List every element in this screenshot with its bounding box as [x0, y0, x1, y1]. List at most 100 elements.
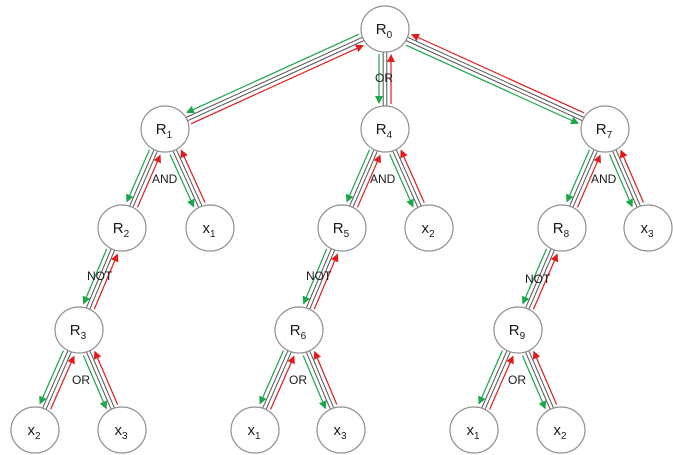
edge-line	[45, 351, 72, 410]
edge-line	[615, 149, 641, 207]
edge-line	[42, 350, 69, 409]
node-circle	[10, 406, 60, 454]
down-arrow-green	[405, 44, 580, 125]
node-x3c: x3	[316, 406, 366, 454]
node-x1b: x1	[230, 406, 280, 454]
node-label-base: R	[509, 322, 520, 339]
node-label: R3	[70, 322, 87, 342]
edge-R9-x2c	[521, 350, 558, 410]
down-arrow-green	[478, 350, 503, 405]
node-label-sub: 1	[210, 229, 216, 240]
node-label: R6	[290, 322, 307, 342]
op-label-r9-or: OR	[508, 373, 526, 387]
edge-line	[309, 350, 335, 409]
op-label-r8-not: NOT	[525, 272, 551, 286]
edge-line	[187, 40, 365, 122]
node-label-base: R	[113, 220, 124, 237]
edge-line	[129, 149, 155, 207]
edge-R0-R1	[185, 33, 365, 125]
node-label-base: x	[247, 422, 255, 439]
down-arrow-green	[82, 355, 108, 410]
node-label-sub: 8	[564, 229, 570, 240]
node-label-base: x	[640, 220, 648, 237]
down-arrow-green	[186, 33, 360, 114]
down-arrow-green	[126, 149, 151, 203]
edge-line	[85, 248, 112, 309]
edge-line	[262, 350, 289, 409]
edge-R3-x2b	[39, 350, 75, 410]
op-label-r3-or: OR	[72, 373, 90, 387]
edge-line	[132, 150, 158, 208]
edge-line	[309, 249, 336, 310]
node-circle	[97, 406, 147, 454]
down-arrow-green	[608, 154, 633, 208]
down-arrow-green	[566, 149, 591, 203]
node-x3b: x3	[97, 406, 147, 454]
down-arrow-green	[82, 248, 108, 305]
node-label-sub: 0	[387, 30, 393, 41]
node-circle	[360, 105, 410, 153]
node-label-base: x	[114, 422, 122, 439]
down-arrow-green	[521, 355, 547, 410]
operator-labels: OR AND AND AND NOT NOT NOT OR OR OR	[72, 71, 617, 387]
down-arrow-green	[389, 154, 414, 208]
edge-R1-x1a	[169, 149, 206, 208]
edge-R8-R9	[521, 248, 559, 310]
edge-line	[481, 350, 508, 409]
node-label-sub: 3	[341, 431, 347, 442]
edge-line	[89, 350, 115, 409]
node-r7: R7	[580, 105, 630, 153]
node-label-base: R	[290, 322, 301, 339]
node-circle	[623, 204, 673, 252]
edge-R7-R8	[566, 149, 601, 208]
node-label-sub: 3	[81, 331, 87, 342]
up-arrow-red	[356, 154, 381, 208]
edge-R3-x3b	[82, 350, 119, 410]
node-label: R4	[376, 121, 393, 141]
node-label-base: R	[553, 220, 564, 237]
up-arrow-red	[270, 355, 295, 410]
node-r9: R9	[493, 306, 543, 354]
down-arrow-green	[169, 154, 195, 208]
edge-line	[528, 249, 555, 310]
up-arrow-red	[620, 149, 645, 203]
node-label-sub: 5	[344, 229, 350, 240]
edge-line	[305, 351, 331, 410]
node-label: R5	[333, 220, 350, 240]
node-r6: R6	[274, 306, 324, 354]
edges-layer	[39, 33, 645, 410]
down-arrow-green	[302, 355, 327, 410]
node-label: x1	[202, 220, 216, 240]
edge-line	[484, 351, 511, 410]
edge-line	[528, 350, 554, 409]
node-x3a: x3	[623, 204, 673, 252]
up-arrow-red	[576, 154, 601, 208]
up-arrow-red	[400, 149, 425, 203]
node-circle	[360, 5, 410, 53]
node-circle	[536, 406, 586, 454]
edge-line	[612, 150, 638, 208]
node-label-base: R	[333, 220, 344, 237]
node-r5: R5	[317, 204, 367, 252]
node-label-sub: 4	[387, 130, 393, 141]
node-label-base: R	[156, 121, 167, 138]
node-circle	[449, 406, 499, 454]
node-x2b: x2	[10, 406, 60, 454]
edge-R2-R3	[82, 248, 119, 310]
edge-R0-R4	[375, 52, 395, 106]
down-arrow-green	[521, 248, 548, 305]
edge-line	[175, 149, 203, 207]
node-label-base: R	[376, 121, 387, 138]
node-r2: R2	[97, 204, 147, 252]
node-label-sub: 2	[429, 229, 435, 240]
down-arrow-green	[302, 248, 328, 305]
node-label: R8	[553, 220, 570, 240]
up-arrow-red	[410, 33, 585, 114]
op-label-r6-or: OR	[289, 373, 307, 387]
edge-line	[349, 149, 375, 207]
node-r3: R3	[54, 306, 104, 354]
edge-R5-R6	[302, 248, 339, 310]
up-arrow-red	[190, 44, 364, 125]
edge-line	[172, 150, 200, 208]
